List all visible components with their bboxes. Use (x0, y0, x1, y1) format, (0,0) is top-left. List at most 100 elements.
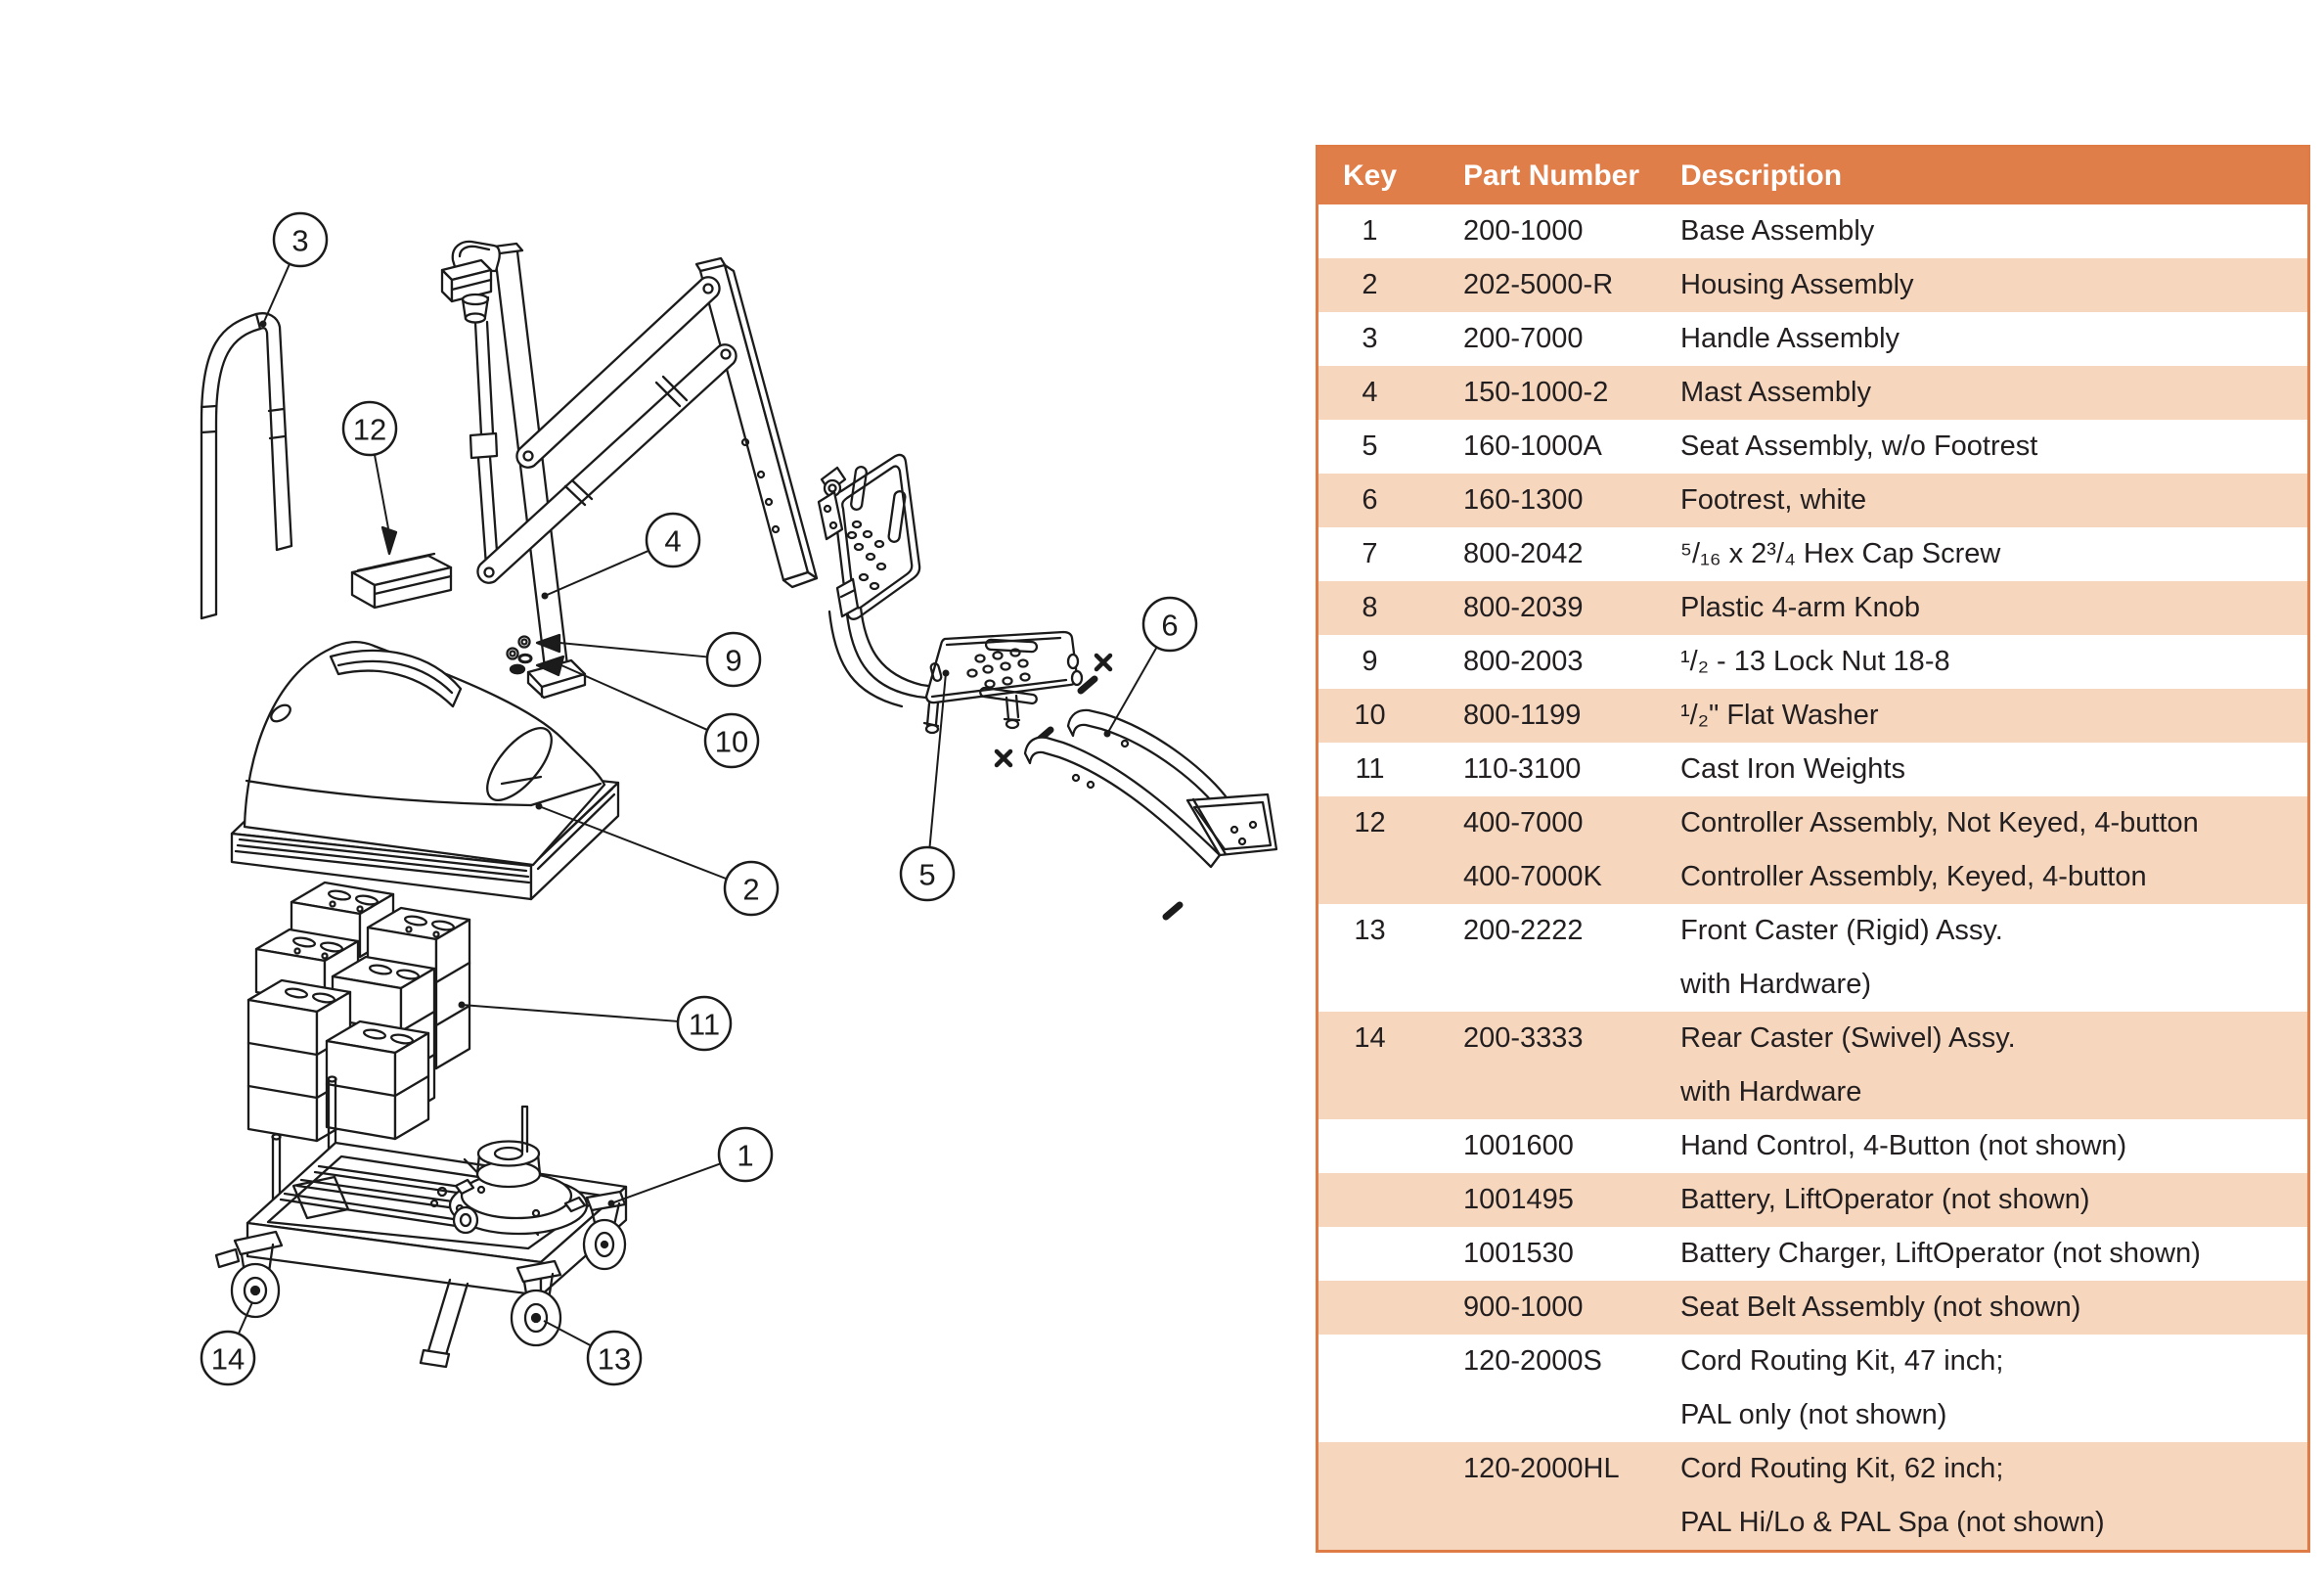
cell-description: Hand Control, 4-Button (not shown) (1680, 1119, 2307, 1173)
cell-description: Battery, LiftOperator (not shown) (1680, 1173, 2307, 1227)
cell-description: ¹/₂" Flat Washer (1680, 689, 2307, 743)
cell-description: Seat Assembly, w/o Footrest (1680, 420, 2307, 474)
description-line: Mast Assembly (1680, 377, 1871, 408)
table-row: 12 400-7000 400-7000K Controller Assembly, … (1318, 796, 2307, 904)
cell-key: 2 (1362, 269, 1378, 300)
description-line: Hand Control, 4-Button (not shown) (1680, 1130, 2127, 1161)
controller-assembly-art (350, 525, 453, 610)
footrest-art (1023, 708, 1278, 869)
part-number-line: 202-5000-R (1463, 269, 1614, 300)
description-line: Battery, LiftOperator (not shown) (1680, 1184, 2090, 1215)
description-line: ⁵/₁₆ x 2³/₄ Hex Cap Screw (1680, 538, 2001, 569)
housing-assembly-art (230, 641, 620, 901)
cell-part-number: 120-2000HL (1421, 1442, 1680, 1496)
cell-description: Cord Routing Kit, 62 inch;PAL Hi/Lo & PA… (1680, 1442, 2307, 1550)
part-number-line: 1001530 (1463, 1238, 1574, 1269)
cell-part-number: 160-1000A (1421, 420, 1680, 474)
cell-key: 8 (1362, 592, 1378, 623)
cell-key: 10 (1354, 700, 1386, 731)
description-line: Controller Assembly, Keyed, 4-button (1680, 861, 2147, 892)
cell-description: Cord Routing Kit, 47 inch; PAL only (not … (1680, 1335, 2307, 1442)
cell-description: ¹/₂ - 13 Lock Nut 18-8 (1680, 635, 2307, 689)
cell-description: Handle Assembly (1680, 312, 2307, 366)
cell-description: Mast Assembly (1680, 366, 2307, 420)
cell-key: 11 (1355, 753, 1385, 785)
cell-key (1318, 1335, 1421, 1388)
description-line: Base Assembly (1680, 215, 1875, 247)
part-number-line: 120-2000HL (1463, 1453, 1620, 1484)
cell-key (1318, 1227, 1421, 1281)
cell-part-number: 160-1300 (1421, 474, 1680, 527)
description-line: Footrest, white (1680, 484, 1867, 516)
part-number-line: 200-7000 (1463, 323, 1584, 354)
cell-description: Controller Assembly, Not Keyed, 4-button… (1680, 796, 2307, 904)
seat-assembly-art (817, 453, 1084, 735)
part-number-line: 800-1199 (1463, 700, 1582, 731)
cell-key: 14 (1354, 1022, 1386, 1054)
description-line: Seat Assembly, w/o Footrest (1680, 430, 2038, 462)
cell-description: Footrest, white (1680, 474, 2307, 527)
description-line: ¹/₂ - 13 Lock Nut 18-8 (1680, 646, 1950, 677)
handle-assembly-art (200, 312, 293, 620)
cell-part-number: 900-1000 (1421, 1281, 1680, 1335)
table-row: 1001530 Battery Charger, LiftOperator (no… (1318, 1227, 2307, 1281)
table-row: 2 202-5000-R Housing Assembly (1318, 258, 2307, 312)
cell-part-number: 800-2003 (1421, 635, 1680, 689)
cell-part-number: 110-3100 (1421, 743, 1680, 796)
cell-part-number: 150-1000-2 (1421, 366, 1680, 420)
cell-part-number: 400-7000 400-7000K (1421, 796, 1680, 904)
cell-part-number: 1001600 (1421, 1119, 1680, 1173)
arrow-to-controller (380, 525, 398, 556)
cell-key: 6 (1362, 484, 1378, 516)
cell-description: Front Caster (Rigid) Assy.with Hardware) (1680, 904, 2307, 1012)
part-number-line: 400-7000 (1463, 807, 1584, 838)
cell-key (1318, 1281, 1421, 1335)
cell-part-number: 200-3333 (1421, 1012, 1680, 1065)
cell-description: ⁵/₁₆ x 2³/₄ Hex Cap Screw (1680, 527, 2307, 581)
mast-hardware-art (506, 633, 565, 677)
cell-part-number: 1001530 (1421, 1227, 1680, 1281)
description-line: ¹/₂" Flat Washer (1680, 700, 1879, 731)
table-row: 120-2000HL Cord Routing Kit, 62 inch;PAL … (1318, 1442, 2307, 1550)
cell-part-number: 200-1000 (1421, 204, 1680, 258)
part-number-line: 110-3100 (1463, 753, 1582, 785)
parts-table-body: 1 200-1000 Base Assembly 2 202-5000-R Housing… (1318, 204, 2307, 1550)
cell-description: Battery Charger, LiftOperator (not shown… (1680, 1227, 2307, 1281)
part-number-line: 200-2222 (1463, 915, 1584, 946)
table-row: 10 800-1199 ¹/₂" Flat Washer (1318, 689, 2307, 743)
part-number-line: 1001495 (1463, 1184, 1574, 1215)
cell-part-number: 120-2000S (1421, 1335, 1680, 1388)
part-number-line: 150-1000-2 (1463, 377, 1609, 408)
description-line: Rear Caster (Swivel) Assy. (1680, 1022, 2016, 1054)
cell-key (1318, 1173, 1421, 1227)
cell-description: Seat Belt Assembly (not shown) (1680, 1281, 2307, 1335)
part-number-line: 160-1000A (1463, 430, 1602, 462)
cell-part-number: 200-7000 (1421, 312, 1680, 366)
description-line: Cord Routing Kit, 62 inch; (1680, 1453, 2004, 1484)
cell-description: Cast Iron Weights (1680, 743, 2307, 796)
description-line: Battery Charger, LiftOperator (not shown… (1680, 1238, 2201, 1269)
cell-key: 12 (1354, 807, 1386, 838)
cell-key: 1 (1362, 215, 1378, 247)
table-row: 1 200-1000 Base Assembly (1318, 204, 2307, 258)
table-row: 5 160-1000A Seat Assembly, w/o Footrest (1318, 420, 2307, 474)
header-description: Description (1680, 159, 1843, 192)
part-number-line: 400-7000K (1463, 861, 1602, 892)
cell-key: 5 (1362, 430, 1378, 462)
cell-description: Rear Caster (Swivel) Assy.with Hardware (1680, 1012, 2307, 1119)
description-line: Cord Routing Kit, 47 inch; (1680, 1345, 2004, 1377)
description-line: PAL only (not shown) (1680, 1399, 1947, 1430)
description-line: Housing Assembly (1680, 269, 1914, 300)
description-line: Cast Iron Weights (1680, 753, 1905, 785)
mast-assembly-art (440, 240, 819, 700)
description-line: Front Caster (Rigid) Assy. (1680, 915, 2003, 946)
part-number-line: 200-1000 (1463, 215, 1584, 247)
cell-part-number: 800-2042 (1421, 527, 1680, 581)
